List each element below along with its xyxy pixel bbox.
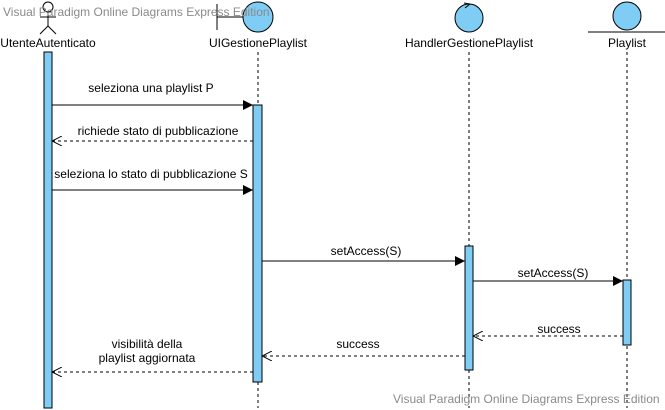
message-success-to-handler: success [473, 322, 623, 336]
message-select-playlist: seleziona una playlist P [52, 81, 253, 110]
svg-text:seleziona una playlist P: seleziona una playlist P [88, 81, 213, 95]
svg-text:seleziona lo stato di pubblica: seleziona lo stato di pubblicazione S [54, 167, 247, 181]
svg-text:success: success [537, 322, 580, 336]
participant-name: Playlist [608, 36, 647, 50]
message-success-to-ui: success [262, 337, 465, 356]
watermark-top: Visual Paradigm Online Diagrams Express … [3, 5, 270, 19]
participant-ui-gestione-playlist: UIGestionePlaylist [209, 1, 308, 408]
svg-text:playlist aggiornata: playlist aggiornata [99, 351, 196, 365]
participant-utente-autenticato: UtenteAutenticato [0, 1, 96, 409]
watermark-bottom: Visual Paradigm Online Diagrams Express … [393, 392, 660, 406]
participant-playlist: Playlist [588, 1, 665, 408]
message-request-publication-state: richiede stato di pubblicazione [52, 124, 253, 141]
participant-name: HandlerGestionePlaylist [405, 36, 534, 50]
activation-bar [622, 279, 632, 346]
activation-bar [43, 51, 53, 409]
svg-text:setAccess(S): setAccess(S) [518, 266, 589, 280]
svg-text:success: success [336, 337, 379, 351]
svg-text:richiede stato di pubblicazion: richiede stato di pubblicazione [78, 124, 239, 138]
participant-handler-gestione-playlist: HandlerGestionePlaylist [405, 2, 534, 408]
boundary-icon [216, 1, 274, 33]
activation-bar [464, 245, 474, 371]
entity-icon [588, 1, 665, 33]
participant-name: UIGestionePlaylist [209, 36, 308, 50]
svg-text:setAccess(S): setAccess(S) [331, 244, 402, 258]
participant-name: UtenteAutenticato [0, 36, 96, 50]
message-visibility-updated: visibilità della playlist aggiornata [52, 337, 253, 372]
message-select-publication-state: seleziona lo stato di pubblicazione S [52, 167, 253, 195]
actor-icon [39, 1, 57, 35]
control-icon [454, 2, 484, 33]
message-set-access-playlist: setAccess(S) [473, 266, 623, 286]
message-set-access-handler: setAccess(S) [262, 244, 465, 266]
activation-bar [252, 104, 263, 383]
svg-text:visibilità della: visibilità della [112, 337, 183, 351]
